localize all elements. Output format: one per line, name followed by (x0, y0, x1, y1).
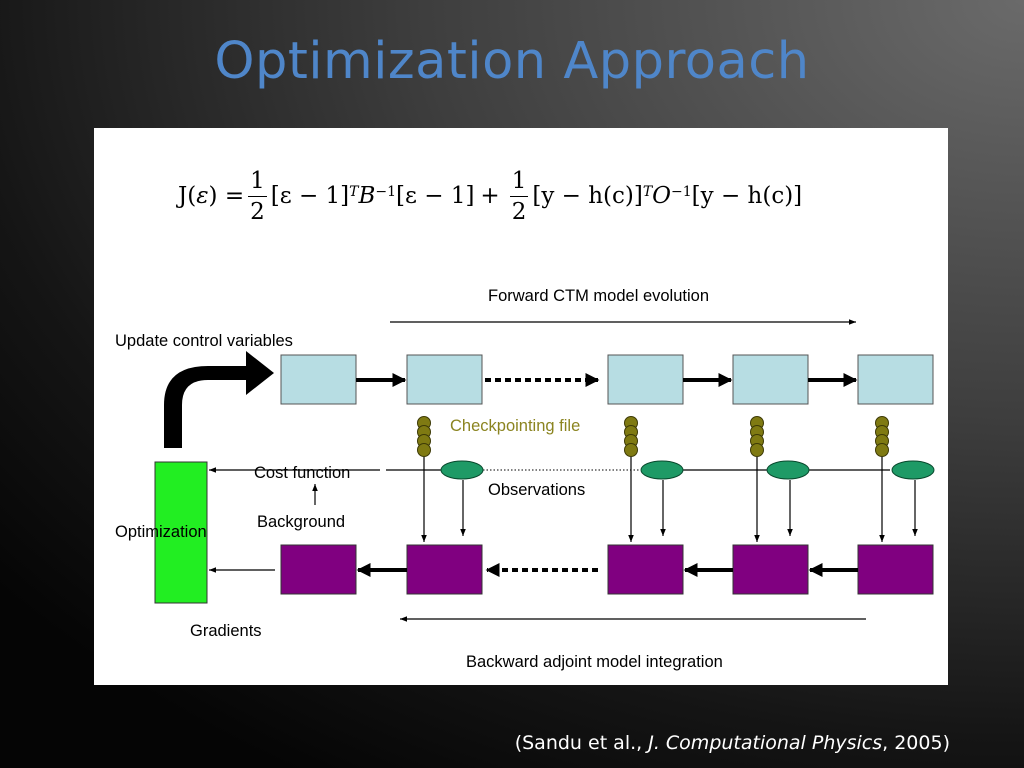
checkpoint-coil-3 (750, 416, 764, 457)
citation-suffix: , 2005) (882, 732, 950, 754)
eq-term1-open: [ε − 1] (270, 183, 350, 209)
adjoint-box-4 (732, 544, 809, 595)
eq-lhs-close: ) = (208, 183, 245, 209)
eq-plus: + (480, 183, 500, 209)
backward-label: Backward adjoint model integration (466, 653, 723, 671)
forward-box-5 (857, 354, 934, 405)
eq-sup-inv-1: −1 (375, 184, 397, 200)
citation: (Sandu et al., J. Computational Physics,… (515, 732, 950, 754)
eq-lhs: J( (178, 183, 197, 209)
eq-sup-inv-2: −1 (671, 184, 692, 200)
forward-box-2 (406, 354, 483, 405)
observation-ellipse-2 (640, 460, 684, 480)
forward-box-3 (607, 354, 684, 405)
eq-epsilon: ε (196, 183, 209, 209)
background-label: Background (257, 513, 345, 531)
eq-sup-t-1: T (349, 184, 359, 200)
citation-prefix: (Sandu et al., (514, 732, 649, 754)
checkpoint-label: Checkpointing file (450, 417, 580, 435)
eq-half-2-den: 2 (511, 198, 527, 225)
observation-ellipse-4 (891, 460, 935, 480)
eq-half-1-num: 1 (248, 166, 267, 197)
eq-term2-close: [y − h(c)] (691, 183, 803, 209)
eq-o: O (652, 183, 672, 209)
optimization-box (154, 461, 208, 604)
eq-half-1-den: 2 (250, 198, 265, 225)
curved-arrow-icon (164, 351, 274, 448)
observation-ellipse-1 (440, 460, 484, 480)
checkpoint-coil-4 (875, 416, 889, 457)
eq-b: B (358, 183, 376, 209)
checkpoint-coil-1 (417, 416, 431, 457)
adjoint-box-1 (280, 544, 357, 595)
observation-ellipse-3 (766, 460, 810, 480)
eq-half-2-num: 1 (509, 166, 529, 197)
adjoint-box-3 (607, 544, 684, 595)
observations-label: Observations (488, 481, 585, 499)
eq-sup-t-2: T (642, 184, 653, 200)
gradients-label: Gradients (190, 622, 262, 640)
checkpoint-coil-2 (624, 416, 638, 457)
slide-title: Optimization Approach (214, 32, 810, 91)
update-label: Update control variables (115, 332, 293, 350)
adjoint-box-5 (857, 544, 934, 595)
citation-journal: J. Computational Physics (648, 732, 883, 754)
optimization-label: Optimization (115, 523, 207, 541)
eq-term1-close: [ε − 1] (396, 183, 475, 209)
adjoint-box-2 (406, 544, 483, 595)
eq-term2-open: [y − h(c)] (532, 183, 643, 209)
forward-box-1 (280, 354, 357, 405)
forward-label: Forward CTM model evolution (488, 287, 709, 305)
cost-function-label: Cost function (254, 464, 350, 482)
forward-box-4 (732, 354, 809, 405)
